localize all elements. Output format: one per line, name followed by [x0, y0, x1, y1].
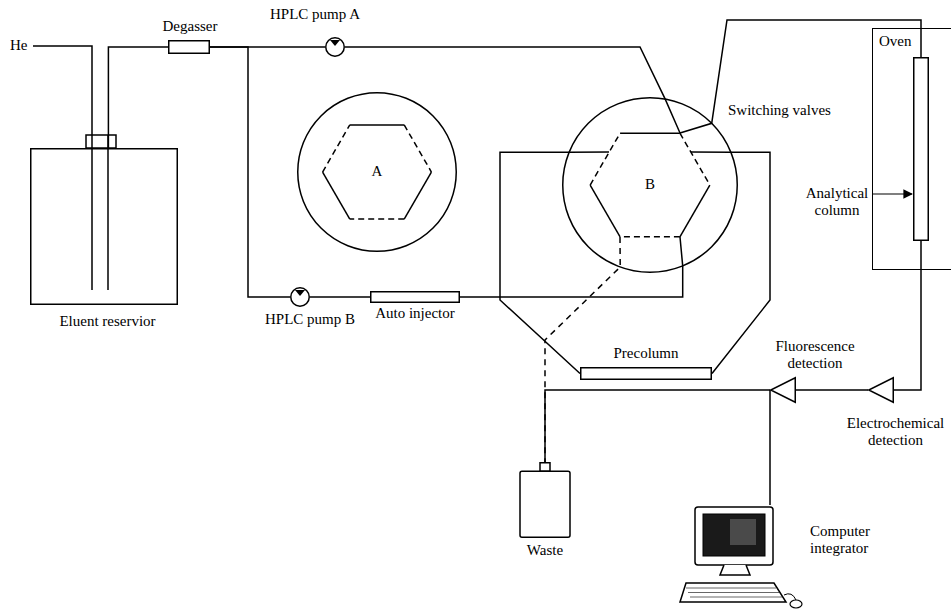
component-node: Degasser	[150, 18, 230, 58]
component-node: Auto injector	[365, 285, 465, 325]
gas-label: He	[10, 37, 35, 54]
detector-symbol	[770, 377, 796, 403]
component-label: Degasser	[150, 18, 230, 35]
component-label: HPLC pump A	[255, 6, 375, 23]
component-node: HPLC pump B	[255, 283, 385, 333]
component-node: Eluent reservior	[25, 135, 190, 340]
waste-line	[545, 237, 620, 462]
flow-line	[310, 296, 370, 298]
leader-arrow	[872, 193, 912, 194]
component-node: Computer integrator	[680, 505, 880, 613]
component-node: Analytical column	[913, 57, 929, 241]
component-label: Waste	[510, 542, 580, 559]
oven-box: OvenAnalytical column	[872, 28, 951, 270]
flow-line	[460, 237, 683, 297]
pump-symbol	[325, 37, 345, 57]
reservoir-cap	[86, 135, 116, 148]
component-label: Eluent reservior	[25, 313, 190, 330]
computer-icon	[680, 505, 805, 611]
component-node: Fluorescence detection	[765, 338, 865, 404]
component-node: A	[297, 92, 457, 252]
component-label: Precolumn	[570, 345, 722, 362]
eluent-reservoir	[30, 148, 178, 305]
eluent-tube	[107, 135, 109, 290]
component-node: BSwitching valves	[562, 97, 738, 273]
component-node: HPLC pump A	[255, 2, 385, 60]
flow-line	[894, 241, 921, 390]
flow-line	[545, 390, 770, 462]
helium-tube	[33, 46, 92, 290]
flow-line	[500, 152, 609, 374]
component-label: Auto injector	[365, 305, 465, 322]
component-label: A	[297, 163, 457, 180]
component-label: Computer integrator	[810, 523, 880, 557]
waste-bottle	[510, 462, 580, 540]
component-label: Analytical column	[805, 185, 869, 219]
component-label: Fluorescence detection	[765, 338, 865, 372]
component-box	[168, 40, 210, 54]
component-label: HPLC pump B	[255, 311, 365, 328]
component-box	[580, 367, 712, 380]
flow-line	[769, 390, 771, 505]
flow-line	[680, 20, 921, 133]
component-label: B	[562, 176, 738, 193]
flow-line	[345, 47, 680, 133]
detector-symbol	[868, 377, 894, 403]
component-node: Electrochemical detection	[843, 375, 948, 455]
component-box	[913, 57, 929, 241]
component-box	[370, 291, 460, 303]
flow-line	[210, 47, 290, 297]
component-node: Waste	[510, 462, 580, 562]
component-node: Precolumn	[570, 345, 722, 385]
component-label: Electrochemical detection	[843, 415, 948, 449]
flow-line	[108, 47, 168, 148]
component-label: Switching valves	[728, 102, 846, 119]
flow-line	[796, 389, 868, 391]
pump-symbol	[290, 287, 310, 307]
flow-line	[691, 152, 770, 374]
component-label: Oven	[879, 33, 919, 50]
